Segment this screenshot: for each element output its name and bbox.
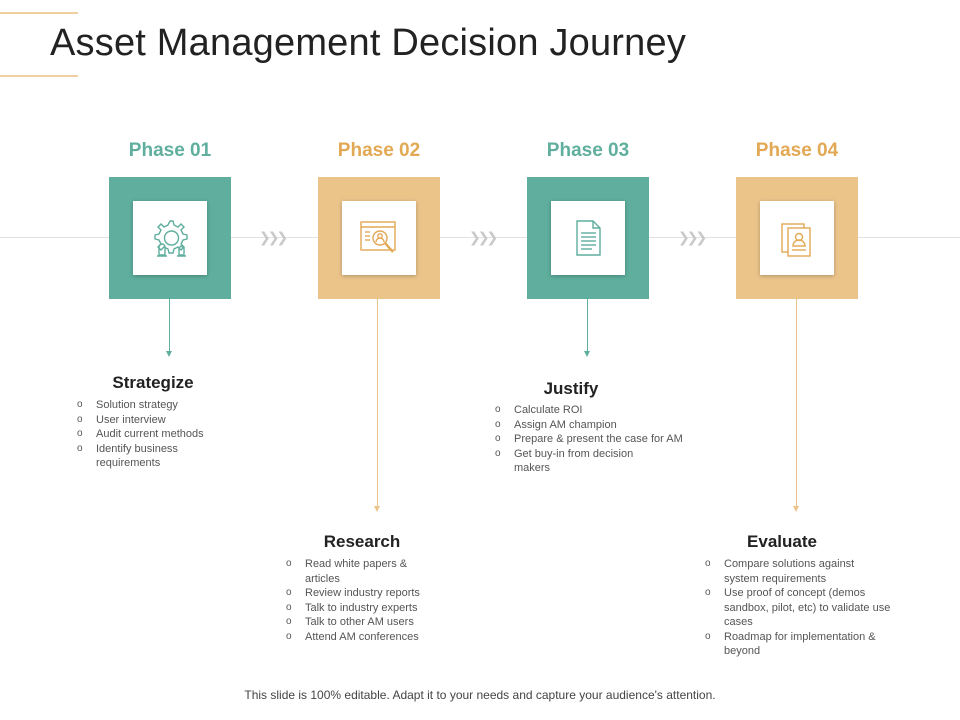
list-item: Roadmap for implementation & beyond — [705, 630, 889, 659]
phase-label-02: Phase 02 — [337, 140, 421, 161]
decorative-line-top — [0, 12, 78, 14]
gear-strategy-icon — [154, 220, 188, 257]
phase-box-04 — [736, 177, 858, 299]
phase-label-04: Phase 04 — [755, 140, 839, 161]
list-item: Use proof of concept (demos sandbox, pil… — [705, 586, 894, 630]
phase-label-01: Phase 01 — [128, 140, 212, 161]
arrowhead-02 — [374, 506, 380, 512]
step-title-evaluate: Evaluate — [747, 532, 817, 551]
list-item: Get buy-in from decision makers — [495, 447, 669, 476]
decorative-line-bottom — [0, 75, 78, 77]
phase-box-01 — [109, 177, 231, 299]
list-item: Attend AM conferences — [286, 630, 456, 645]
icon-card — [551, 201, 625, 275]
list-item: Prepare & present the case for AM — [495, 432, 689, 447]
icon-card — [760, 201, 834, 275]
list-item: Solution strategy — [77, 398, 237, 413]
list-item: Talk to industry experts — [286, 601, 456, 616]
connector-04 — [796, 299, 797, 506]
list-item: Identify business requirements — [77, 442, 206, 471]
chevrons-2: ❯❯❯ — [469, 229, 498, 245]
list-item: Read white papers & articles — [286, 557, 440, 586]
profile-documents-icon — [781, 223, 811, 257]
list-item: Compare solutions against system require… — [705, 557, 889, 586]
evaluate-list: Compare solutions against system require… — [705, 557, 905, 659]
list-item: Calculate ROI — [495, 403, 685, 418]
phase-box-02 — [318, 177, 440, 299]
strategize-list: Solution strategy User interview Audit c… — [77, 398, 237, 471]
research-list: Read white papers & articles Review indu… — [286, 557, 456, 644]
list-item: Audit current methods — [77, 427, 237, 442]
icon-card — [342, 201, 416, 275]
web-search-icon — [360, 221, 396, 253]
step-title-justify: Justify — [543, 379, 599, 398]
icon-card — [133, 201, 207, 275]
phase-box-03 — [527, 177, 649, 299]
list-item: Review industry reports — [286, 586, 456, 601]
page-title: Asset Management Decision Journey — [50, 22, 687, 64]
chevrons-3: ❯❯❯ — [678, 229, 707, 245]
chevrons-1: ❯❯❯ — [259, 229, 288, 245]
justify-list: Calculate ROI Assign AM champion Prepare… — [495, 403, 685, 476]
timeline-line — [0, 237, 960, 238]
arrowhead-04 — [793, 506, 799, 512]
arrowhead-01 — [166, 351, 172, 357]
list-item: User interview — [77, 413, 237, 428]
list-item: Assign AM champion — [495, 418, 685, 433]
footer-note: This slide is 100% editable. Adapt it to… — [244, 688, 716, 702]
phase-label-03: Phase 03 — [546, 140, 630, 161]
document-icon — [576, 220, 601, 256]
connector-03 — [587, 299, 588, 351]
connector-01 — [169, 299, 170, 351]
list-item: Talk to other AM users — [286, 615, 456, 630]
step-title-research: Research — [323, 532, 401, 551]
step-title-strategize: Strategize — [112, 373, 194, 392]
arrowhead-03 — [584, 351, 590, 357]
connector-02 — [377, 299, 378, 506]
